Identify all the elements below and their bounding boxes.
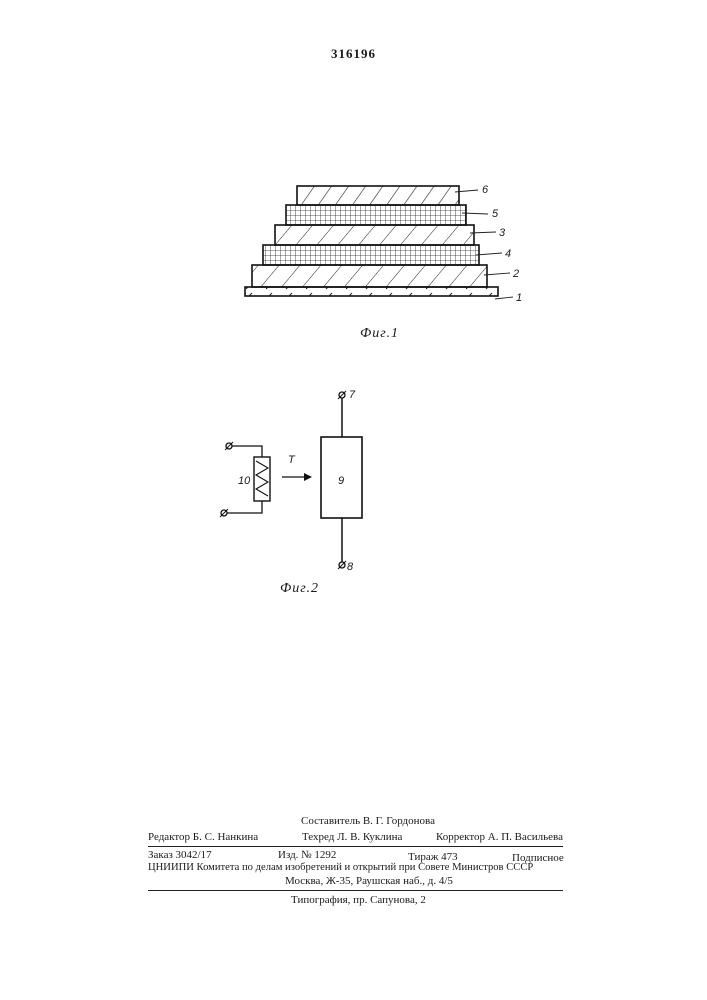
address-line: Москва, Ж-35, Раушская наб., д. 4/5: [285, 875, 453, 887]
layer-2: [252, 265, 487, 287]
label-5: 5: [492, 208, 499, 220]
label-8: 8: [347, 561, 354, 573]
label-1: 1: [516, 292, 522, 304]
label-4: 4: [505, 248, 511, 260]
figure-1-caption: Фиг.1: [360, 326, 399, 342]
label-3: 3: [499, 227, 506, 239]
label-10: 10: [238, 475, 251, 487]
figure-2-circuit-diagram: 9 7 8 T 10: [0, 370, 707, 580]
printing-line: Типография, пр. Сапунова, 2: [291, 894, 426, 906]
label-6: 6: [482, 184, 489, 196]
corrector-line: Корректор А. П. Васильева: [436, 831, 563, 843]
institute-line: ЦНИИПИ Комитета по делам изобретений и о…: [148, 862, 533, 873]
layer-3: [275, 225, 474, 245]
figure-1-layer-diagram: 6 5 3 4 2 1: [0, 0, 707, 340]
label-9: 9: [338, 475, 344, 487]
label-7: 7: [349, 389, 356, 401]
divider-bottom: [148, 890, 563, 891]
editor-line: Редактор Б. С. Нанкина: [148, 831, 258, 843]
techred-line: Техред Л. В. Куклина: [302, 831, 402, 843]
figure-2-caption: Фиг.2: [280, 581, 319, 597]
order-number: Заказ 3042/17: [148, 849, 212, 861]
edition-number: Изд. № 1292: [278, 849, 336, 861]
label-T: T: [288, 454, 296, 466]
layer-5: [286, 205, 466, 225]
label-2: 2: [512, 268, 519, 280]
compiler-line: Составитель В. Г. Гордонова: [301, 815, 435, 827]
layer-6: [297, 186, 459, 205]
layer-4: [263, 245, 479, 265]
divider-top: [148, 846, 563, 847]
substrate-1: [245, 287, 498, 296]
